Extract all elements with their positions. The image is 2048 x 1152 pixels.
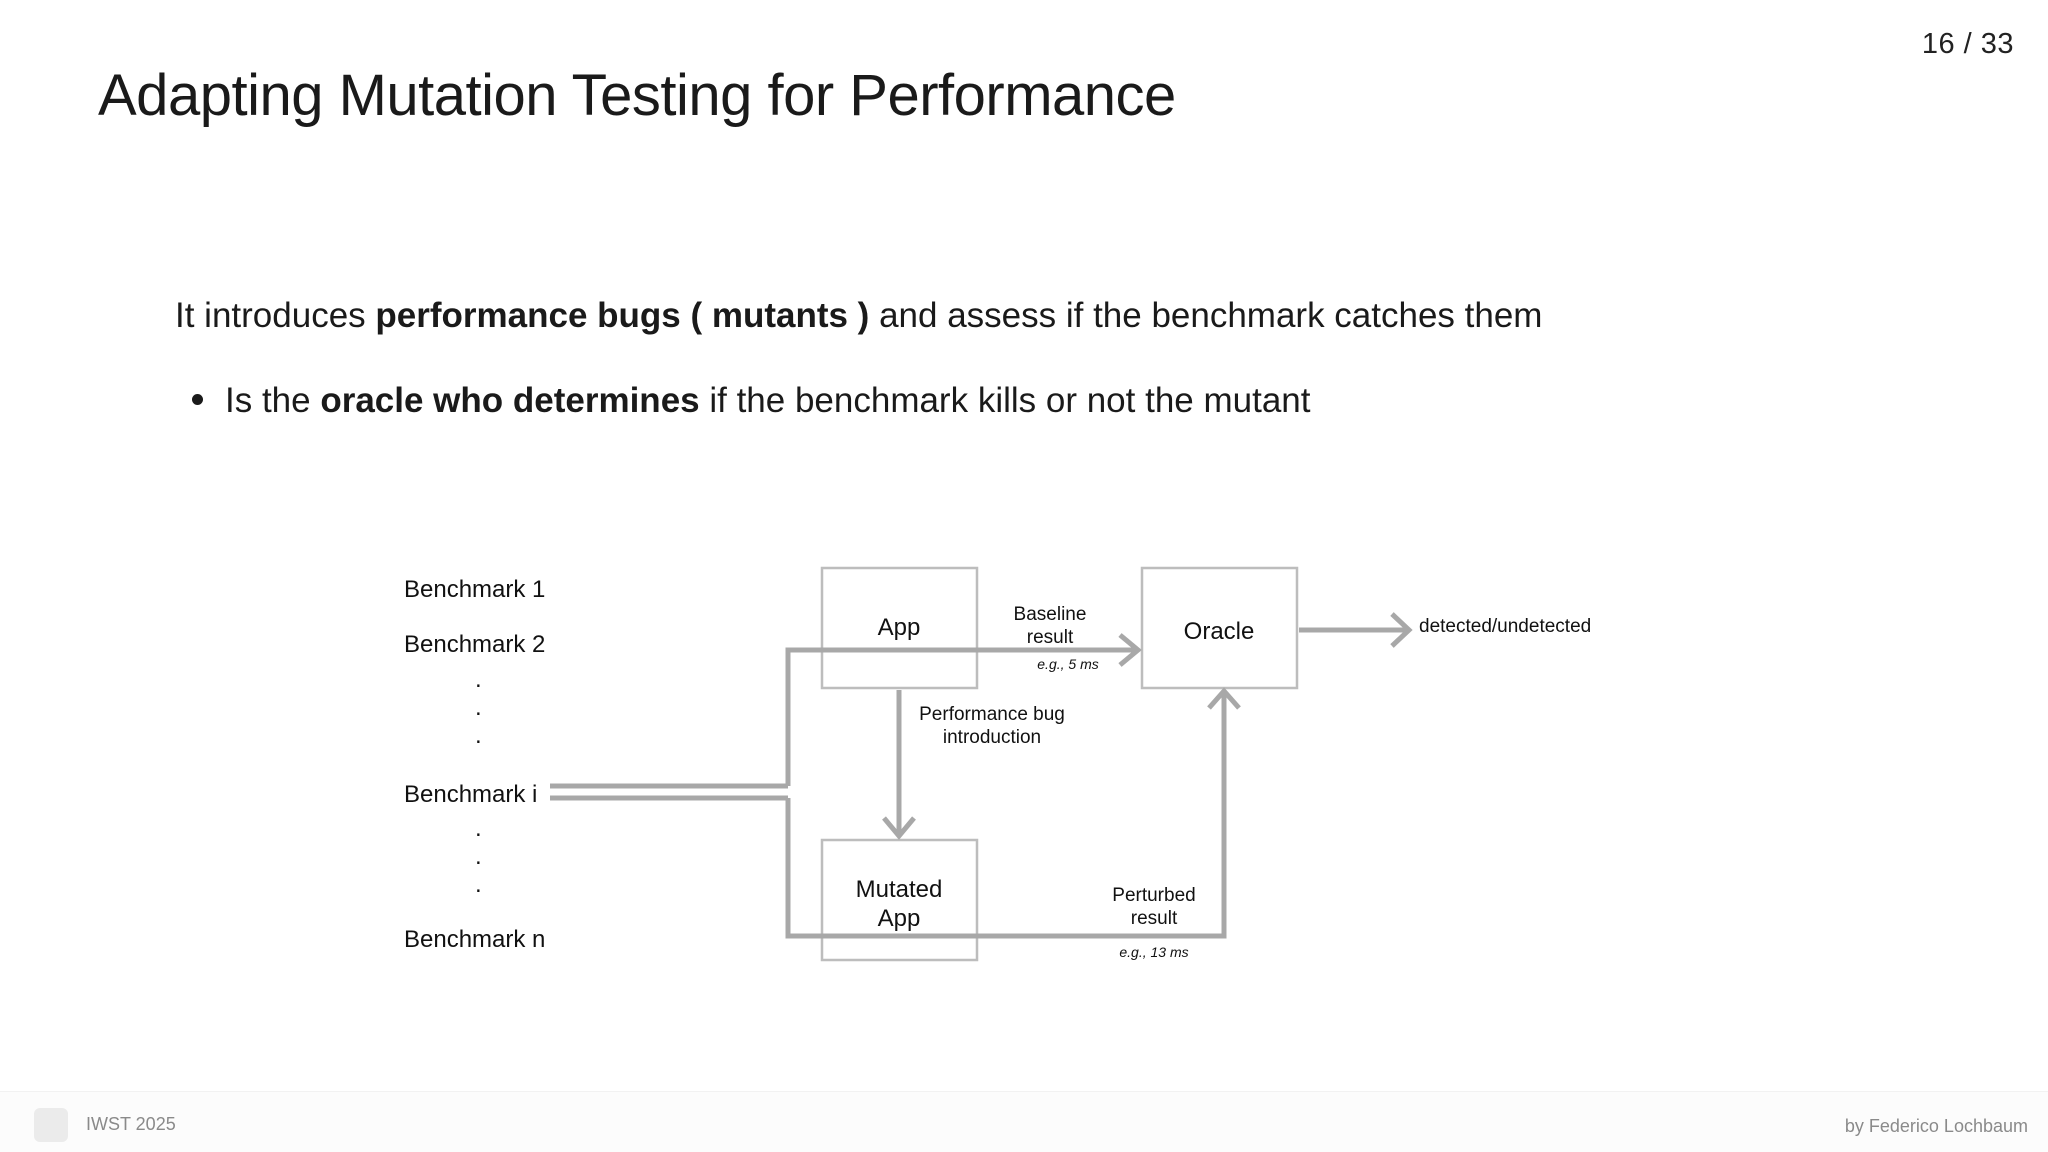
output-arrowhead	[1390, 612, 1413, 648]
benchmark-i-label: Benchmark i	[404, 781, 537, 808]
intro-text-start: It introduces	[175, 296, 376, 335]
benchmark-1-label: Benchmark 1	[404, 576, 545, 603]
baseline-label-line2: result	[1027, 627, 1074, 648]
baseline-arrowhead	[1118, 633, 1142, 667]
perturbed-example: e.g., 13 ms	[1119, 944, 1188, 960]
footer-event: IWST 2025	[86, 1114, 176, 1134]
bullet-text-start: Is the	[225, 381, 321, 420]
output-label: detected/undetected	[1419, 616, 1591, 637]
footer-logo-icon	[34, 1108, 68, 1142]
perturbed-path	[785, 694, 1227, 939]
ellipsis-dot: .	[475, 666, 482, 693]
intro-paragraph: It introduces performance bugs ( mutants…	[175, 296, 1542, 336]
bullet-dot-icon	[192, 394, 203, 406]
intro-text-end: and assess if the benchmark catches them	[869, 296, 1543, 335]
perturbed-arrowhead	[1207, 687, 1241, 710]
oracle-box	[1140, 566, 1299, 690]
ellipsis-dot: .	[475, 815, 482, 842]
baseline-path	[785, 647, 1136, 786]
perf-bug-label-line1: Performance bug	[919, 704, 1065, 725]
baseline-example: e.g., 5 ms	[1037, 656, 1098, 672]
benchmark-2-label: Benchmark 2	[404, 631, 545, 658]
slide-title: Adapting Mutation Testing for Performanc…	[98, 63, 1176, 128]
perturbed-label-line1: Perturbed	[1112, 885, 1195, 906]
ellipsis-dot: .	[475, 843, 482, 870]
mutation-arrowhead	[882, 816, 916, 840]
intro-text-bold: performance bugs ( mutants )	[375, 296, 870, 335]
mutated-app-box	[820, 838, 979, 962]
perturbed-label-line2: result	[1131, 908, 1178, 929]
mutated-app-label-line1: Mutated	[856, 876, 943, 903]
footer: IWST 2025 by Federico Lochbaum	[0, 1091, 2048, 1152]
benchmark-n-label: Benchmark n	[404, 926, 545, 953]
app-box	[820, 566, 979, 690]
perf-bug-label-line2: introduction	[943, 727, 1041, 748]
mutated-app-label-line2: App	[878, 905, 921, 932]
oracle-label: Oracle	[1184, 618, 1255, 645]
ellipsis-dot: .	[475, 722, 482, 749]
bullet-text-end: if the benchmark kills or not the mutant	[699, 381, 1311, 420]
footer-author: by Federico Lochbaum	[1844, 1116, 2028, 1136]
ellipsis-dot: .	[475, 871, 482, 898]
app-label: App	[878, 614, 921, 641]
bullet-text-bold: oracle who determines	[320, 381, 700, 420]
bullet-item: Is the oracle who determines if the benc…	[192, 381, 1310, 421]
page-counter: 16 / 33	[1921, 28, 2014, 60]
baseline-label-line1: Baseline	[1014, 604, 1087, 625]
ellipsis-dot: .	[475, 694, 482, 721]
